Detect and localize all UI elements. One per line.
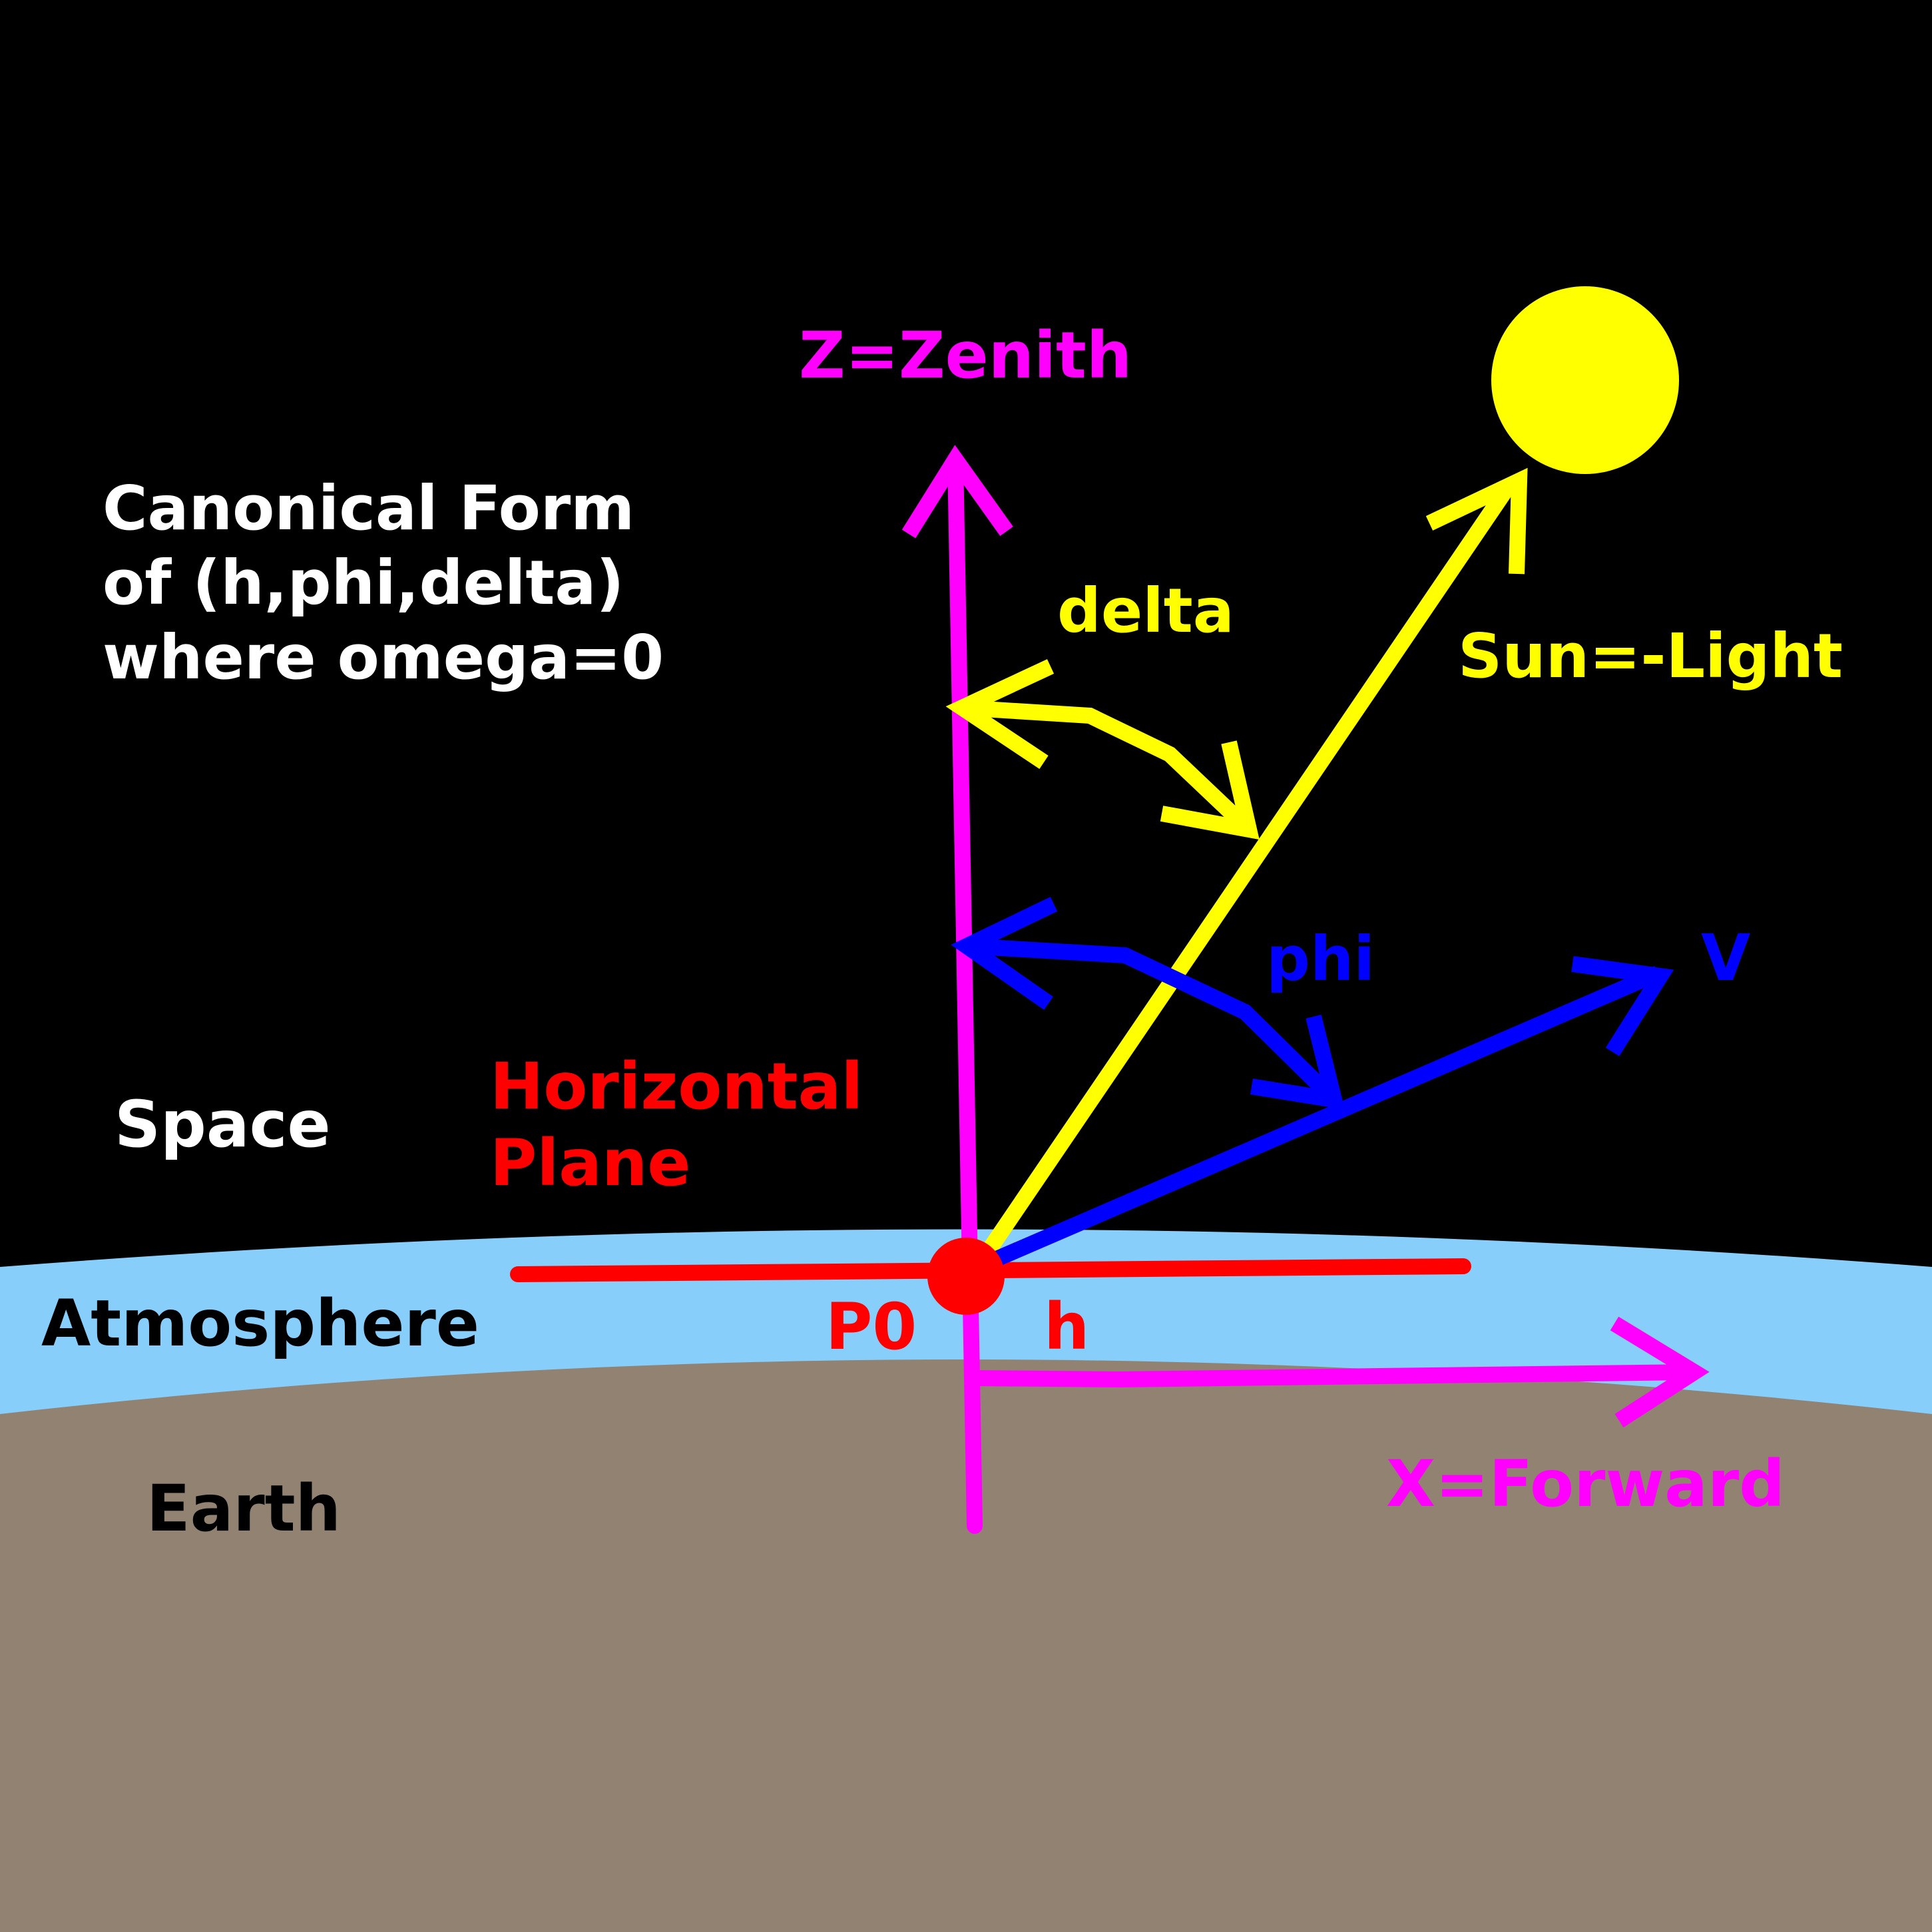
origin-label: P0 [826, 1290, 917, 1364]
zenith-label: Z=Zenith [799, 318, 1132, 393]
height-label: h [1044, 1290, 1089, 1364]
caption-line-2: of (h,phi,delta) [103, 547, 624, 618]
sun-label: Sun=-Light [1458, 620, 1843, 692]
delta-label: delta [1057, 575, 1234, 646]
earth-region [0, 1359, 1932, 1932]
phi-angle-arrow [951, 897, 1345, 1110]
caption-line-3: where omega=0 [103, 622, 664, 693]
horizontal-plane-label-line1: Horizontal [490, 1049, 863, 1124]
atmosphere-label: Atmosphere [41, 1286, 479, 1361]
forward-axis-arrow [974, 1316, 1710, 1428]
sun-vector-arrow [974, 467, 1528, 1267]
phi-label: phi [1266, 923, 1375, 995]
origin-point-p0 [927, 1238, 1005, 1315]
caption-line-1: Canonical Form [103, 473, 634, 544]
view-label: V [1701, 921, 1750, 995]
zenith-axis-arrow [901, 445, 1013, 1534]
forward-label: X=Forward [1386, 1447, 1785, 1521]
horizontal-plane-label-line2: Plane [490, 1126, 691, 1200]
space-label: Space [115, 1087, 331, 1162]
view-vector-arrow [989, 956, 1674, 1269]
delta-angle-arrow [945, 659, 1260, 840]
earth-label: Earth [146, 1471, 341, 1546]
sun-icon [1491, 286, 1679, 474]
